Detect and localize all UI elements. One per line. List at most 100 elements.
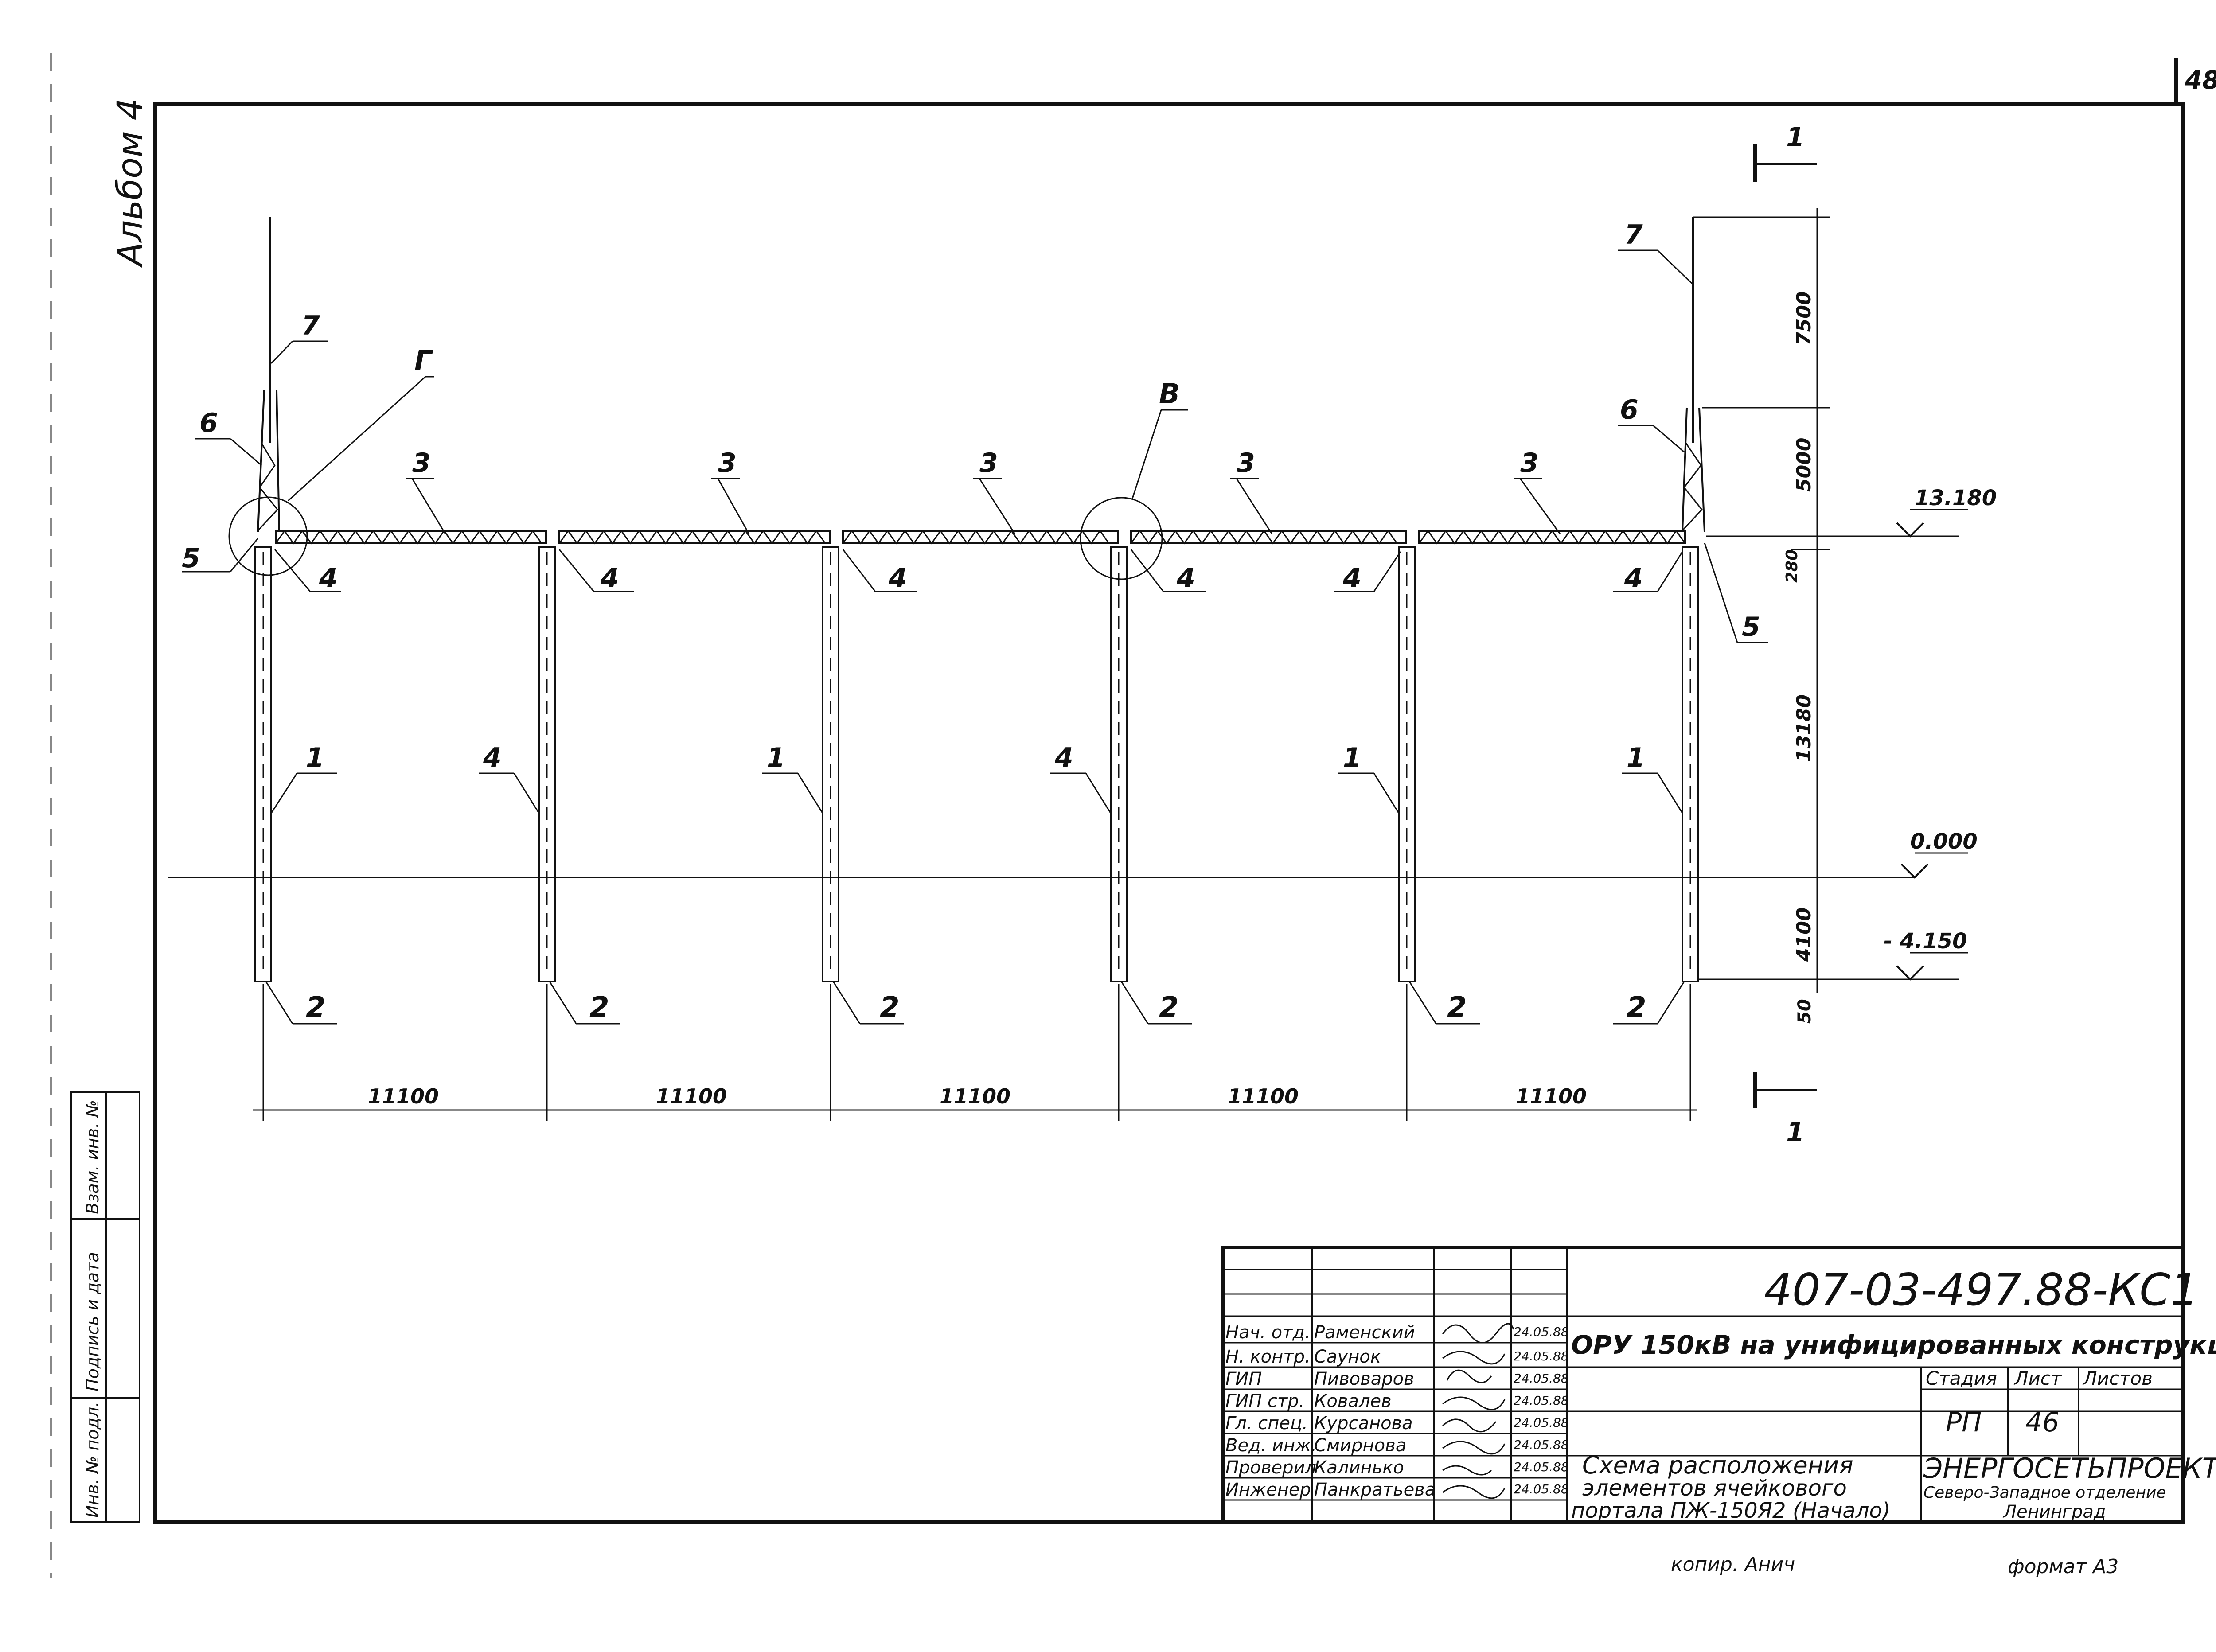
detail-label-g: Г <box>414 344 433 377</box>
node-label: 4 <box>600 563 619 594</box>
vdim-280: 280 <box>1783 549 1801 583</box>
role-3: ГИП <box>1225 1369 1262 1389</box>
doc-code: 407-03-497.88-КС1 <box>1764 1264 2199 1316</box>
post-6 <box>1682 546 1699 982</box>
crossbar-2 <box>558 530 831 544</box>
label-5-right: 5 <box>1742 612 1760 643</box>
post-2 <box>538 546 556 982</box>
post-label: 4 <box>483 742 502 773</box>
level-13180: 13.180 <box>1915 486 1997 510</box>
footer-copier: копир. Анич <box>1671 1553 1795 1576</box>
label-7-left: 7 <box>301 310 320 341</box>
section-mark-bottom: 1 <box>1753 1072 1817 1148</box>
vdim-50: 50 <box>1795 999 1815 1024</box>
post-label: 1 <box>1627 742 1645 773</box>
span-dim: 11100 <box>940 1084 1010 1108</box>
post-4 <box>1110 546 1128 982</box>
posts <box>254 546 1699 982</box>
vdim-4100: 4100 <box>1793 908 1815 962</box>
date-1: 24.05.88 <box>1514 1325 1569 1339</box>
org-name: ЭНЕРГОСЕТЬПРОЕКТ <box>1923 1452 2216 1484</box>
drawing-title-line-1: Схема расположения <box>1582 1451 1853 1479</box>
org-city: Ленинград <box>2002 1502 2106 1522</box>
post-label: 4 <box>1054 742 1073 773</box>
date-8: 24.05.88 <box>1514 1482 1569 1496</box>
inner-frame <box>153 102 2185 1524</box>
foot-label: 2 <box>880 991 900 1024</box>
name-7: Калинько <box>1314 1457 1404 1478</box>
vdim-13180: 13180 <box>1793 694 1815 762</box>
node-label: 4 <box>319 563 338 594</box>
span-dim: 11100 <box>1228 1084 1299 1108</box>
date-5: 24.05.88 <box>1514 1415 1569 1430</box>
span-dimensions: 11100 11100 11100 11100 11100 <box>253 984 1697 1121</box>
role-6: Вед. инж. <box>1225 1435 1317 1456</box>
side-stamp-signature-date: Подпись и дата <box>83 1252 102 1391</box>
date-2: 24.05.88 <box>1514 1349 1569 1364</box>
detail-circle-v <box>1080 497 1163 580</box>
name-3: Пивоваров <box>1314 1369 1414 1389</box>
crossbars <box>275 530 1686 545</box>
post-3 <box>822 546 839 982</box>
level-0000: 0.000 <box>1910 829 1978 854</box>
detail-label-v: В <box>1159 378 1180 410</box>
vdim-7500: 7500 <box>1793 292 1815 346</box>
crossbar-3 <box>842 530 1119 544</box>
node-leaders: 4 4 4 4 4 4 <box>274 549 1683 594</box>
label-7-right: 7 <box>1624 219 1643 250</box>
crossbar-label: 3 <box>1520 448 1539 479</box>
org-branch: Северо-Западное отделение <box>1923 1484 2166 1502</box>
section-mark-bottom-label: 1 <box>1786 1117 1805 1148</box>
foot-label: 2 <box>1447 991 1467 1024</box>
right-tower <box>1682 217 1705 532</box>
post-5 <box>1398 546 1416 982</box>
crossbar-label: 3 <box>1237 448 1255 479</box>
date-6: 24.05.88 <box>1514 1438 1569 1452</box>
left-tower <box>257 217 280 532</box>
sheet-number: 46 <box>2025 1407 2059 1438</box>
name-5: Курсанова <box>1314 1413 1413 1434</box>
name-1: Раменский <box>1314 1322 1415 1343</box>
role-7: Проверил <box>1225 1457 1316 1478</box>
side-stamp-inv-original: Инв. № подл. <box>83 1402 102 1518</box>
name-2: Саунок <box>1314 1347 1381 1367</box>
level-marks: 13.180 0.000 - 4.150 <box>1884 486 1997 981</box>
section-mark-top-label: 1 <box>1786 122 1805 153</box>
span-dim: 11100 <box>1516 1084 1587 1108</box>
stage-value: РП <box>1946 1407 1982 1438</box>
title-block: 407-03-497.88-КС1 ОРУ 150кВ на унифициро… <box>1221 1246 2216 1524</box>
sheet-header: Лист <box>2013 1368 2062 1389</box>
node-label: 4 <box>1342 563 1362 594</box>
level-minus-4150: - 4.150 <box>1884 929 1967 954</box>
page-number: 48 <box>2185 66 2216 95</box>
foot-label: 2 <box>589 991 609 1024</box>
date-7: 24.05.88 <box>1514 1460 1569 1474</box>
label-5-left: 5 <box>182 543 200 574</box>
album-label: Альбом 4 <box>110 98 150 268</box>
post-label: 1 <box>767 742 785 773</box>
foot-label: 2 <box>1159 991 1179 1024</box>
node-label: 4 <box>888 563 907 594</box>
name-6: Смирнова <box>1314 1435 1406 1456</box>
role-1: Нач. отд. <box>1225 1322 1311 1343</box>
name-4: Ковалев <box>1314 1391 1392 1411</box>
crossbar-label: 3 <box>979 448 998 479</box>
span-dim: 11100 <box>368 1084 439 1108</box>
label-6-right: 6 <box>1620 394 1639 425</box>
side-stamp: Инв. № подл. Подпись и дата Взам. инв. № <box>70 1091 140 1523</box>
crossbar-1 <box>275 530 547 544</box>
section-mark-top: 1 <box>1753 122 1817 182</box>
role-5: Гл. спец. <box>1225 1413 1308 1434</box>
side-stamp-replacement-inv: Взам. инв. № <box>83 1100 102 1214</box>
detail-circle-g <box>228 496 308 576</box>
span-dim: 11100 <box>656 1084 727 1108</box>
post-label: 1 <box>1343 742 1362 773</box>
post-leaders: 1 4 1 4 1 1 <box>270 742 1683 814</box>
node-label: 4 <box>1176 563 1195 594</box>
drawing-title-line-2: элементов ячейкового <box>1582 1475 1847 1501</box>
element-leaders-567: 5 5 6 6 7 7 <box>182 219 1768 643</box>
crossbar-label: 3 <box>718 448 737 479</box>
signatures <box>1442 1323 1514 1499</box>
role-8: Инженер <box>1225 1480 1311 1500</box>
